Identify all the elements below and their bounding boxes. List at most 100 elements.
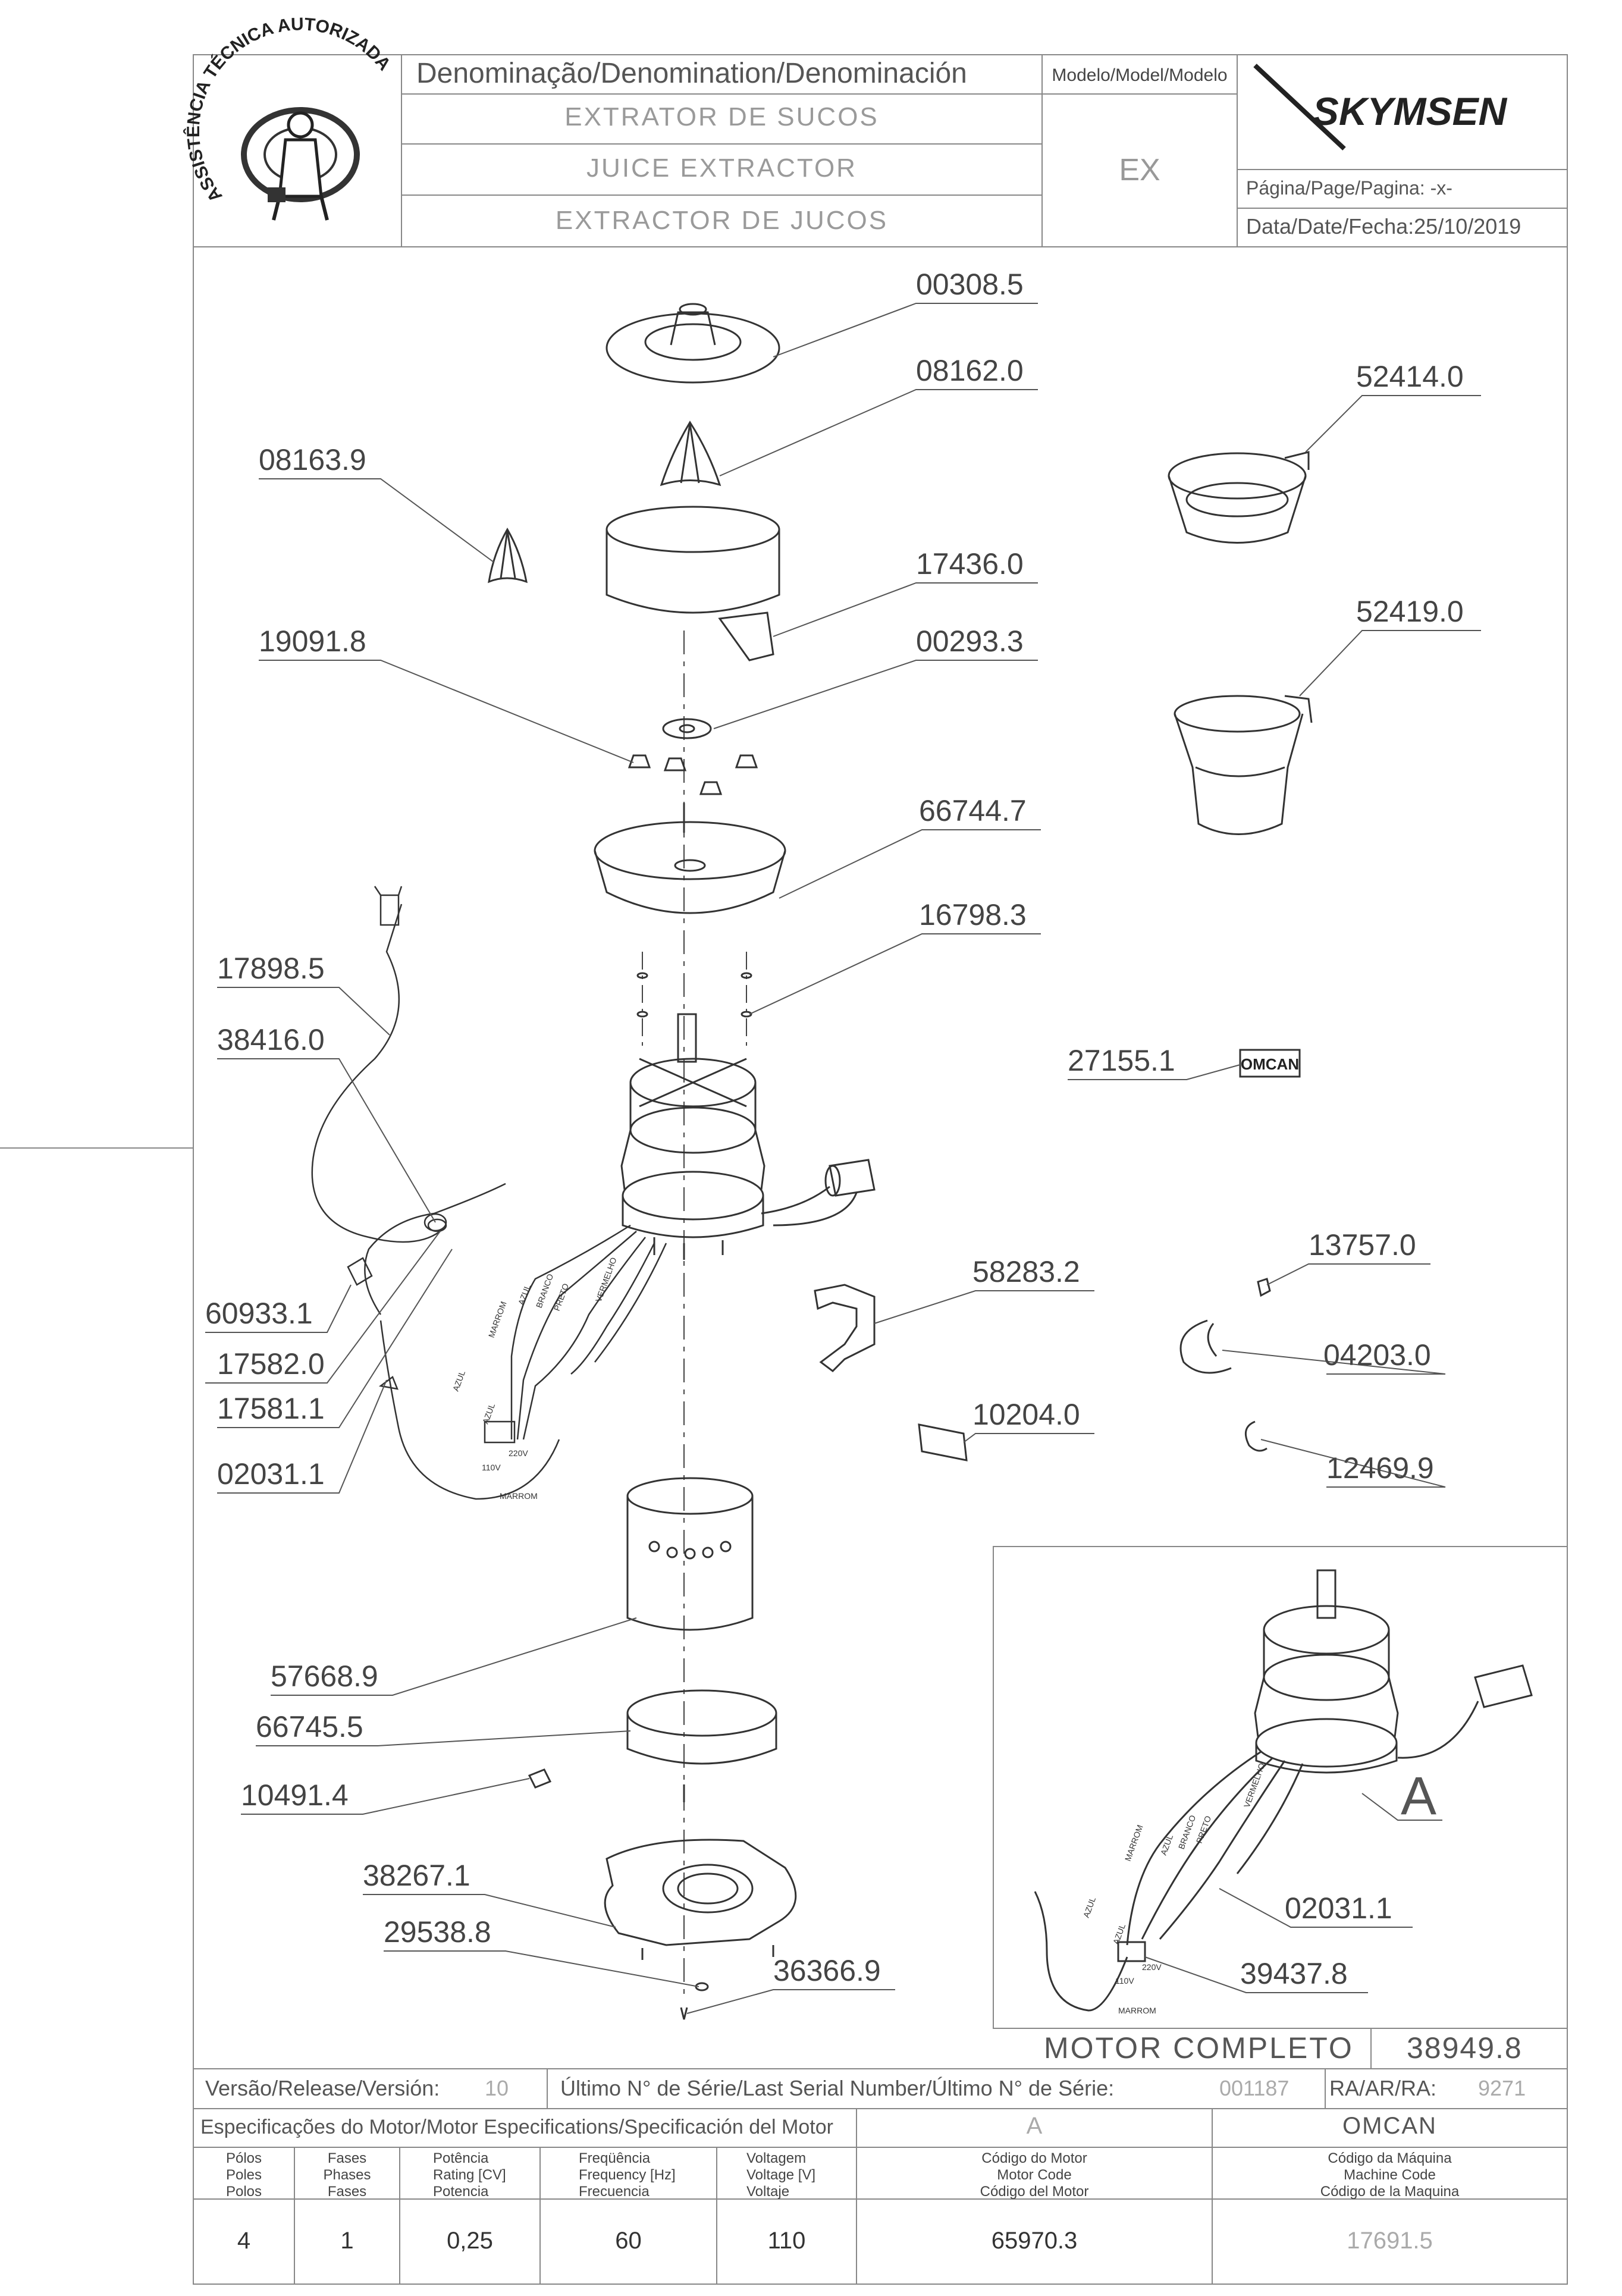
serial-value: 001187 <box>1219 2076 1290 2100</box>
inset-wire-label-marrom-1: MARROM <box>1123 1824 1145 1862</box>
authorized-service-badge: ASSISTÊNCIA TÉCNICA AUTORIZADA <box>183 14 394 221</box>
specs-title: Especificações do Motor/Motor Especifica… <box>200 2116 833 2138</box>
spec-header-poles: Pólos Poles Polos <box>193 2150 294 2200</box>
wiring-harness <box>311 886 667 1500</box>
product-name-en: JUICE EXTRACTOR <box>586 153 857 183</box>
sheet-border <box>193 54 1568 2285</box>
date-value: 25/10/2019 <box>1414 214 1521 239</box>
callout-16798-3: 16798.3 <box>919 898 1027 931</box>
wire-label-110v: 110V <box>482 1463 501 1472</box>
date-label: Data/Date/Fecha:25/10/2019 <box>1246 214 1521 239</box>
serial-label: Último N° de Série/Last Serial Number/Úl… <box>560 2076 1115 2100</box>
callout-10491-4: 10491.4 <box>241 1779 349 1812</box>
screw-36366-9 <box>680 2007 688 2020</box>
motor-complete-inset: MARROM AZUL BRANCO PRETO VERMELHO AZUL A… <box>993 1546 1568 2069</box>
callout-17436-0: 17436.0 <box>916 547 1024 581</box>
spec-header-machine-code-en: Machine Code <box>1344 2167 1436 2183</box>
lid-part <box>605 303 780 384</box>
washer-part <box>662 718 712 739</box>
spec-header-frequency-pt: Freqüência <box>579 2150 651 2166</box>
callout-12469-9: 12469.9 <box>1326 1451 1434 1485</box>
spec-header-poles-en: Poles <box>225 2167 262 2183</box>
wire-label-marrom-2: MARROM <box>500 1491 538 1501</box>
spec-header-machine-code: Código da Máquina Machine Code Código de… <box>1212 2150 1567 2200</box>
denomination-label: Denominação/Denomination/Denominación <box>416 58 967 89</box>
part-callouts: 00308.5 08162.0 52414.0 08163.9 17436.0 … <box>205 268 1464 1987</box>
motor-housing-part <box>626 1477 754 1631</box>
mounting-ring-part <box>626 1689 777 1802</box>
switch-part <box>423 1213 447 1232</box>
reamer-cone-small <box>488 527 528 584</box>
rubber-feet <box>628 754 758 795</box>
product-name-es: EXTRACTOR DE JUCOS <box>555 206 889 235</box>
spec-header-voltage-pt: Voltagem <box>746 2150 807 2166</box>
ring-12469-9 <box>1244 1420 1268 1452</box>
base-plate-part <box>604 1839 797 1960</box>
callout-66745-5: 66745.5 <box>256 1710 363 1743</box>
callout-10204-0: 10204.0 <box>972 1398 1080 1431</box>
inset-wire-label-azul-2: AZUL <box>1081 1896 1097 1919</box>
inset-wire-label-preto: PRETO <box>1194 1814 1213 1845</box>
spec-value-rating: 0,25 <box>447 2228 493 2254</box>
spec-header-machine-code-pt: Código da Máquina <box>1328 2150 1452 2166</box>
callout-57668-9: 57668.9 <box>271 1660 378 1693</box>
ring-04203-0 <box>1179 1319 1232 1374</box>
product-name-pt: EXTRATOR DE SUCOS <box>564 102 879 131</box>
spec-value-motor-code: 65970.3 <box>991 2228 1078 2254</box>
spec-header-phases-en: Phases <box>323 2167 371 2183</box>
spec-header-rating-pt: Potência <box>433 2150 489 2166</box>
callout-17582-0: 17582.0 <box>217 1347 325 1381</box>
bowl-part <box>605 506 780 661</box>
callout-52414-0: 52414.0 <box>1356 360 1464 393</box>
mechanic-figure <box>278 138 323 198</box>
spec-header-voltage-en: Voltage [V] <box>746 2167 816 2183</box>
spec-value-phases: 1 <box>340 2228 354 2254</box>
juice-cup-part <box>1174 695 1313 835</box>
spec-header-poles-es: Polos <box>225 2184 262 2200</box>
clip-13757-0 <box>1257 1278 1271 1297</box>
callout-52419-0: 52419.0 <box>1356 595 1464 628</box>
callout-00293-3: 00293.3 <box>916 625 1024 658</box>
page-label-text: Página/Page/Pagina: <box>1246 177 1425 199</box>
spec-header-frequency-es: Frecuencia <box>579 2184 650 2200</box>
ra-value: 9271 <box>1478 2076 1526 2100</box>
spec-value-frequency: 60 <box>615 2228 642 2254</box>
inset-letter: A <box>1401 1767 1436 1826</box>
spec-header-frequency-en: Frequency [Hz] <box>579 2167 676 2183</box>
omcan-nameplate: OMCAN <box>1239 1049 1301 1078</box>
callout-60933-1: 60933.1 <box>205 1297 313 1330</box>
callout-17581-1: 17581.1 <box>217 1392 325 1425</box>
spec-header-phases: Fases Phases Fases <box>294 2150 400 2200</box>
wire-labels: AZUL BRANCO PRETO VERMELHO MARROM AZUL A… <box>451 1256 619 1501</box>
callout-17898-5: 17898.5 <box>217 952 325 985</box>
spec-header-poles-pt: Pólos <box>225 2150 262 2166</box>
label-plate-part <box>918 1423 968 1461</box>
footer-grid <box>193 2068 1567 2284</box>
spec-header-motor-code-pt: Código do Motor <box>981 2150 1087 2166</box>
callout-04203-0: 04203.0 <box>1323 1338 1431 1372</box>
exploded-view: AZUL BRANCO PRETO VERMELHO MARROM AZUL A… <box>311 303 1313 2020</box>
callout-08162-0: 08162.0 <box>916 354 1024 387</box>
page-value: -x- <box>1430 177 1452 199</box>
spec-header-machine-code-es: Código de la Maquina <box>1320 2184 1460 2200</box>
spec-header-frequency: Freqüência Frequency [Hz] Frecuencia <box>540 2150 717 2200</box>
spec-value-machine-code: 17691.5 <box>1347 2228 1433 2254</box>
inset-callout-39437-8: 39437.8 <box>1240 1957 1348 1990</box>
callout-66744-7: 66744.7 <box>919 794 1027 827</box>
reamer-cone-large <box>660 421 721 487</box>
specs-motor-ref: A <box>1026 2113 1043 2139</box>
spec-header-motor-code-en: Motor Code <box>997 2167 1072 2183</box>
motor-assembly <box>620 1013 876 1260</box>
version-label: Versão/Release/Versión: <box>205 2076 440 2100</box>
version-value: 10 <box>485 2076 509 2100</box>
wire-label-azul-2: AZUL <box>451 1369 467 1392</box>
spec-value-poles: 4 <box>237 2228 251 2254</box>
spec-value-voltage: 110 <box>767 2228 806 2254</box>
spec-header-phases-pt: Fases <box>327 2150 367 2166</box>
callout-02031-1: 02031.1 <box>217 1457 325 1491</box>
mechanic-head <box>287 111 314 139</box>
model-label: Modelo/Model/Modelo <box>1052 65 1228 85</box>
base-tray-part <box>594 803 786 914</box>
callout-29538-8: 29538.8 <box>384 1915 491 1949</box>
